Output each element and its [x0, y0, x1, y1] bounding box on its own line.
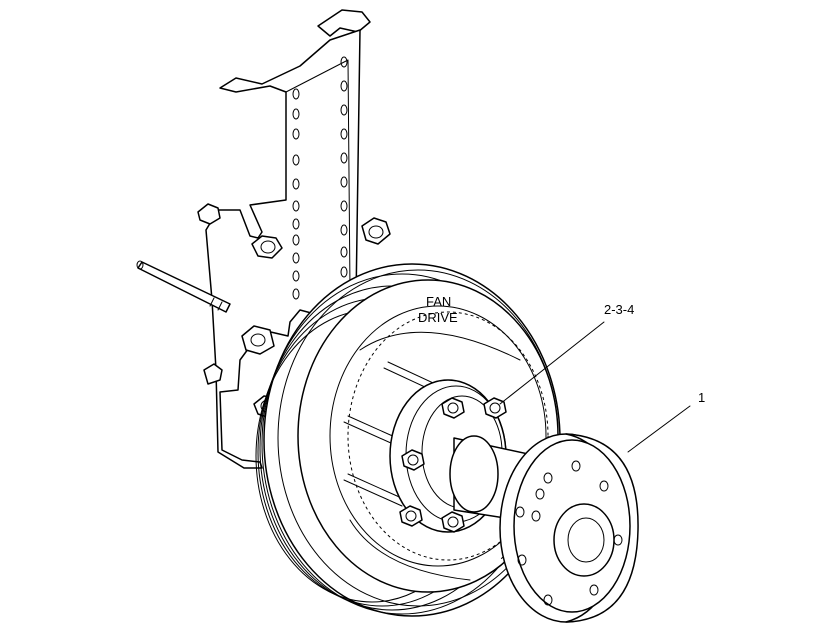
bracket-bolt-mid-left	[241, 325, 275, 355]
flange-bolt-bottom	[441, 511, 465, 533]
callout-2-3-4-leader	[499, 321, 605, 405]
fan-drive-label-line1: FAN	[426, 294, 451, 309]
callout-1-leader	[627, 405, 691, 453]
long-stud	[136, 260, 231, 313]
bracket-bolt-upper-left	[251, 235, 283, 259]
flange-bolt-top	[441, 397, 465, 419]
flange-bolt-bottom-left	[399, 505, 423, 527]
bracket-holes	[292, 56, 348, 300]
fan-drive-label: FAN DRIVE	[418, 294, 458, 325]
callout-2-3-4: 2-3-4	[499, 302, 634, 405]
bracket-bolt-top-small	[197, 203, 221, 225]
callout-1-text: 1	[698, 390, 705, 405]
fan-drive-label-line2: DRIVE	[418, 310, 458, 325]
coupling-flange	[499, 433, 639, 623]
callout-2-3-4-text: 2-3-4	[604, 302, 634, 317]
callout-1: 1	[627, 390, 705, 453]
flange-bolt-left	[401, 449, 425, 471]
bracket-bolt-upper-right	[361, 217, 391, 245]
coupling-bolt-holes	[515, 460, 623, 606]
